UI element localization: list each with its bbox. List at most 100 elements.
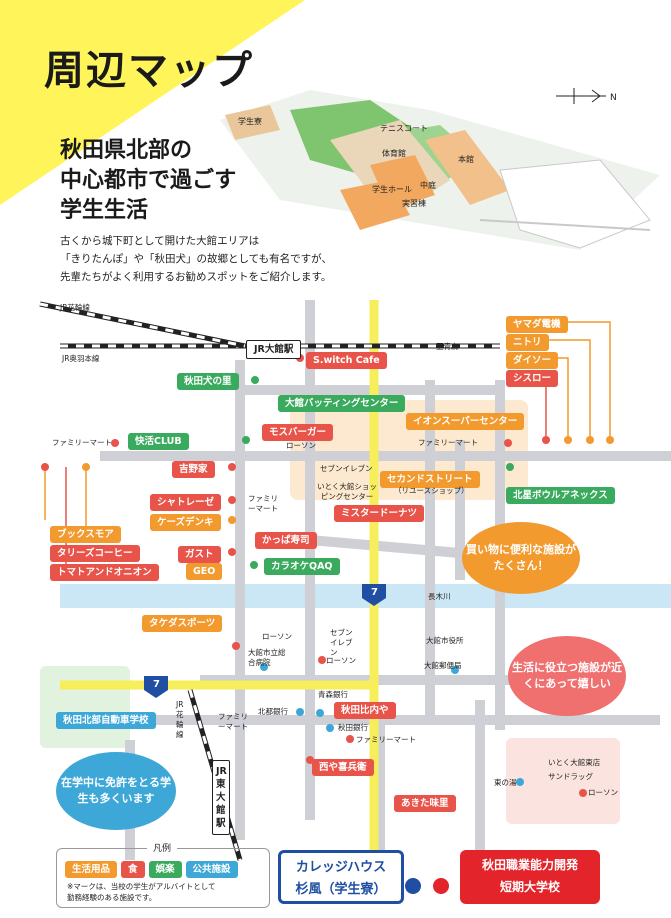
place-famima-5: ファミリーマート [356, 735, 416, 744]
place-batting[interactable]: 大館バッティングセンター [278, 395, 406, 412]
place-kaikatsu[interactable]: 快活CLUB [128, 433, 189, 450]
polytechnic-college[interactable]: 秋田職業能力開発 短期大学校 [460, 850, 600, 904]
place-seven-1: セブンイレブン [320, 464, 373, 473]
yellow-corner-decoration [0, 0, 305, 205]
page-title: 周辺マップ [44, 48, 254, 94]
route-number: 7 [153, 679, 160, 690]
legend-fun: 娯楽 [148, 861, 182, 878]
legend-food: 食 [121, 861, 145, 878]
intro-line: 先輩たちがよく利用するお勧めスポットをご紹介します。 [60, 271, 332, 283]
place-misdo[interactable]: ミスタードーナツ [334, 505, 425, 522]
bubble-life: 生活に役立つ施設が近くにあって嬉しい [508, 636, 626, 716]
rail-label-hanawa: JR花輪線 [60, 303, 90, 312]
place-yamada[interactable]: ヤマダ電機 [506, 316, 568, 333]
place-aeon[interactable]: イオンスーパーセンター [406, 413, 525, 430]
place-itoku-shopping: いとく大館ショッピングセンター [317, 482, 377, 501]
route-number: 7 [371, 587, 378, 598]
north-arrow-icon: N [556, 88, 616, 104]
intro-line: 「きりたんぽ」や「秋田犬」の故郷としても有名ですが、 [60, 253, 332, 265]
place-takeda[interactable]: タケダスポーツ [142, 615, 223, 632]
river-label: 長木川 [428, 592, 451, 601]
college-house-dorm[interactable]: カレッジハウス 杉風（学生寮） [278, 850, 404, 904]
campus-label-tennis: テニスコート [380, 124, 428, 133]
place-switch-cafe[interactable]: S.witch Cafe [306, 352, 387, 369]
rail-label-aomori: 至青森 [436, 342, 459, 351]
place-itoku-odate: いとく大館東店 [548, 758, 601, 767]
place-akita-inu[interactable]: 秋田犬の里 [177, 373, 239, 390]
place-lawson-2: ローソン [262, 632, 292, 641]
place-akita-bank: 秋田銀行 [338, 723, 368, 732]
place-shiseido[interactable]: シスロー [506, 370, 559, 387]
place-famima-4: ファミリーマート [218, 712, 248, 731]
dorm-line-1: カレッジハウス [295, 860, 387, 875]
place-lawson-3: ローソン [326, 656, 356, 665]
legend-note: ※マークは、当校の学生がアルバイトとして 勤務経験のある施設です。 [67, 881, 215, 903]
place-tomato[interactable]: トマトアンドオニオン [50, 564, 159, 581]
place-yoshinoya[interactable]: 吉野家 [172, 461, 215, 478]
svg-text:N: N [610, 93, 616, 103]
place-hokuto-bank: 北都銀行 [258, 707, 288, 716]
place-driving-school[interactable]: 秋田北部自動車学校 [56, 712, 156, 729]
dorm-line-2: 杉風（学生寮） [295, 882, 387, 897]
place-nitori[interactable]: ニトリ [506, 334, 549, 351]
legend-public: 公共施設 [185, 861, 238, 878]
place-higashi-yu: 東の湯 [494, 778, 517, 787]
legend-note-line: 勤務経験のある施設です。 [67, 893, 157, 902]
legend-title: 凡例 [147, 841, 178, 854]
place-lawson-1: ローソン [286, 441, 316, 450]
place-hinaiya[interactable]: 秋田比内や [334, 702, 396, 719]
place-mos[interactable]: モスバーガー [262, 424, 334, 441]
intro-text: 古くから城下町として開けた大館エリアは 「きりたんぽ」や「秋田犬」の故郷としても… [60, 232, 332, 286]
place-seven-2: セブンイレブン [330, 628, 353, 657]
rail-label-ou: JR奥羽本線 [62, 354, 100, 363]
school-line-2: 短期大学校 [499, 880, 560, 894]
subtitle: 秋田県北部の 中心都市で過ごす 学生生活 [60, 136, 236, 226]
legend: 凡例 生活用品 食 娯楽 公共施設 ※マークは、当校の学生がアルバイトとして 勤… [56, 841, 270, 908]
place-ks[interactable]: ケーズデンキ [150, 514, 221, 531]
campus-label-gym: 体育館 [382, 149, 406, 158]
intro-line: 古くから城下町として開けた大館エリアは [60, 235, 260, 247]
subtitle-line: 中心都市で過ごす [60, 168, 237, 193]
place-second-street[interactable]: セカンドストリート [380, 471, 480, 488]
place-post: 大館郵便局 [424, 661, 462, 670]
bubble-shopping: 買い物に便利な施設がたくさん！ [462, 522, 580, 594]
place-hospital: 大館市立総合病院 [248, 648, 286, 667]
school-line-1: 秋田職業能力開発 [481, 858, 578, 872]
legend-goods: 生活用品 [65, 861, 118, 878]
place-books[interactable]: ブックスモア [50, 526, 121, 543]
place-nishiya[interactable]: 西や喜兵衛 [312, 759, 374, 776]
place-famima-1: ファミリーマート [52, 438, 112, 447]
place-city-hall: 大館市役所 [426, 636, 464, 645]
place-famima-2: ファミリーマート [418, 438, 478, 447]
place-tullys[interactable]: タリーズコーヒー [50, 545, 140, 562]
place-geo[interactable]: GEO [186, 563, 223, 580]
subtitle-line: 学生生活 [60, 198, 149, 223]
place-karaoke[interactable]: カラオケQAQ [264, 558, 340, 575]
place-hokusei[interactable]: 北星ボウルアネックス [506, 487, 615, 504]
place-sundrug: サンドラッグ [548, 772, 593, 781]
place-lawson-4: ローソン [588, 788, 618, 797]
place-akita-mame[interactable]: あきた味里 [394, 795, 456, 812]
subtitle-line: 秋田県北部の [60, 138, 193, 163]
place-famima-3: ファミリーマート [248, 494, 278, 513]
legend-note-line: ※マークは、当校の学生がアルバイトとして [67, 882, 216, 891]
place-aomori-bank: 青森銀行 [318, 690, 348, 699]
campus-label-practice: 実習棟 [402, 199, 426, 208]
place-kappa[interactable]: かっぱ寿司 [255, 532, 317, 549]
place-daiso[interactable]: ダイソー [506, 352, 559, 369]
station-odate[interactable]: JR大館駅 [246, 340, 302, 359]
campus-label-main: 本館 [458, 155, 474, 164]
rail-label-hanawa-lower: JR花輪線 [176, 700, 184, 739]
campus-label-court: 中庭 [420, 181, 436, 190]
place-chateraise[interactable]: シャトレーゼ [150, 494, 222, 511]
station-higashi-odate[interactable]: JR東大館駅 [212, 760, 230, 835]
campus-label-dorm: 学生寮 [238, 117, 262, 126]
place-gusto[interactable]: ガスト [178, 546, 221, 563]
bubble-license: 在学中に免許をとる学生も多くいます [56, 752, 176, 830]
place-second-street-sub: （リユースショップ） [394, 486, 469, 495]
legend-items: 生活用品 食 娯楽 公共施設 [65, 861, 238, 878]
route-7-badge [144, 584, 386, 698]
campus-label-hall: 学生ホール [372, 185, 412, 194]
campus-illustration [220, 90, 660, 250]
